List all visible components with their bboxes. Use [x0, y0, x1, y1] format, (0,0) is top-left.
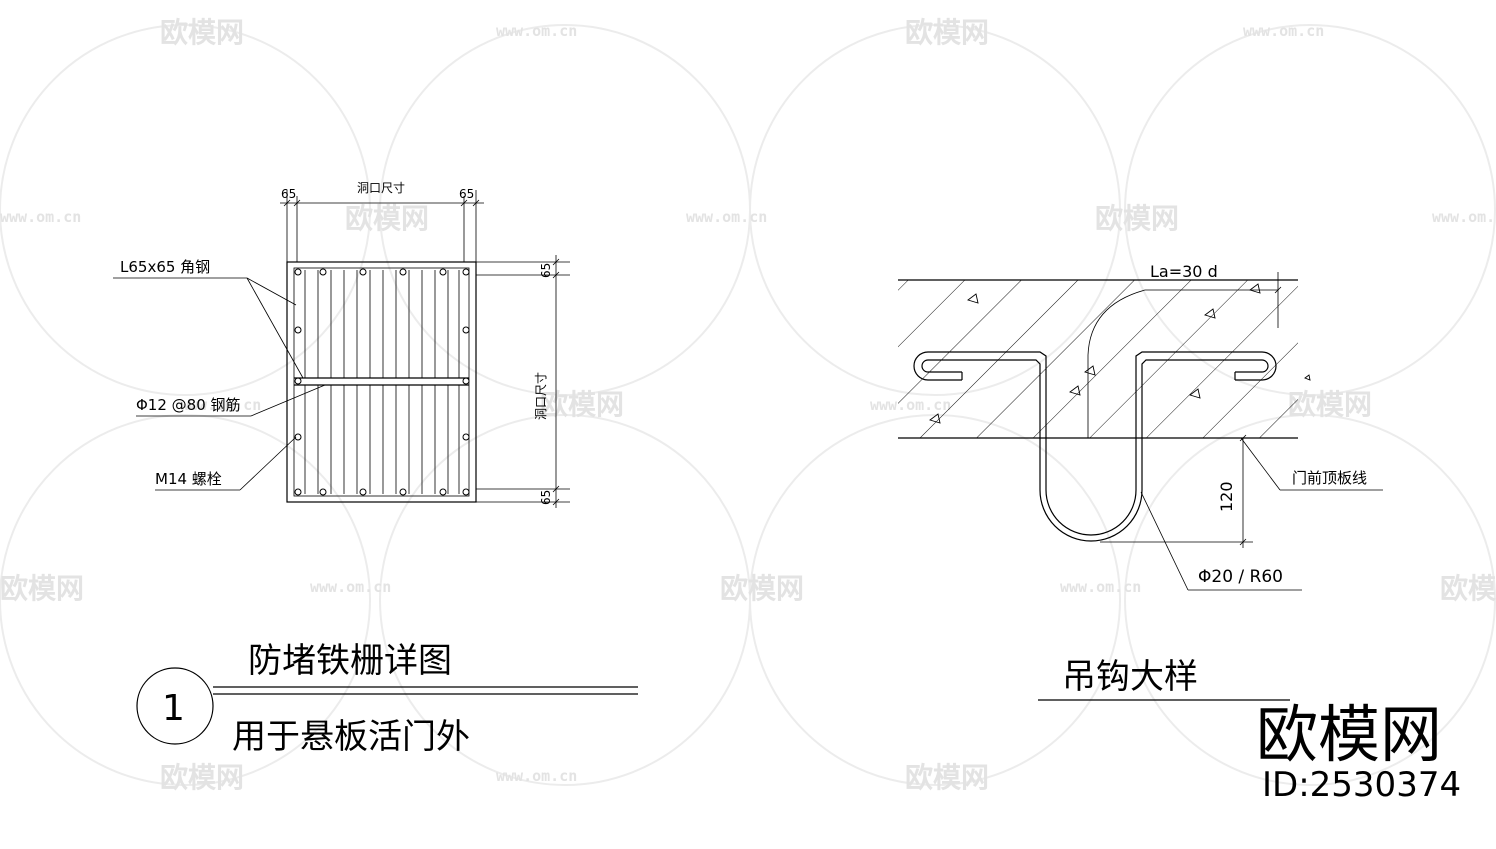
watermark-text: 欧模网: [1288, 388, 1372, 421]
dim-120: [1100, 434, 1253, 548]
watermark-url: www.om.cn: [496, 22, 577, 40]
watermark-url: www.om.cn: [310, 578, 391, 596]
grate-dim-top: [280, 190, 484, 262]
watermark-logo-4: 欧模网 www.om.cn: [1095, 202, 1496, 235]
label-la: La=30 d: [1150, 262, 1218, 281]
watermark-logo-7: 欧模网 www.om.cn 欧模网: [160, 761, 989, 794]
brand-stamp: 欧模网 ID:2530374: [1256, 698, 1461, 805]
label-angle-steel: L65x65 角钢: [120, 258, 210, 276]
grate-title: 防堵铁栅详图: [248, 641, 452, 681]
watermark-url: www.om.cn: [1243, 22, 1324, 40]
watermark-layer: 欧模网 www.om.cn 欧模网 www.om.cn 欧模网 www.om.c…: [0, 16, 1496, 794]
grate-detail: 65 洞口尺寸 65 65 洞口尺寸 65 L65x65 角钢: [113, 181, 638, 757]
hook-bar: [913, 351, 1277, 542]
hook-title: 吊钩大样: [1062, 657, 1198, 697]
slab-aggregate: [929, 283, 1311, 424]
grate-outer-frame: [286, 261, 477, 503]
watermark-text: 欧模网: [160, 16, 244, 49]
label-bolt: M14 螺栓: [155, 470, 222, 488]
dim-label: 65: [281, 187, 296, 201]
watermark-logo-2: 欧模网 www.om.cn: [905, 16, 1324, 49]
watermark-text: 欧模网: [905, 761, 989, 794]
grate-subtitle: 用于悬板活门外: [232, 717, 470, 757]
watermark-logo-1: 欧模网 www.om.cn: [160, 16, 577, 49]
label-bar: Φ20 / R60: [1198, 567, 1283, 587]
watermark-url: www.om.cn: [0, 208, 81, 226]
label-rebar: Φ12 @80 钢筋: [136, 396, 241, 414]
watermark-url: www.om.cn: [1060, 578, 1141, 596]
grate-bolts: [294, 268, 470, 496]
watermark-url: www.om.cn: [180, 396, 261, 414]
watermark-text: 欧模网: [1095, 202, 1179, 235]
bar-leader: [1140, 491, 1302, 591]
watermark-url: www.om.cn: [686, 208, 767, 226]
grate-leaders: [113, 277, 326, 491]
label-120: 120: [1217, 481, 1236, 512]
la-leader: [1087, 272, 1282, 438]
watermark-text: 欧模网: [0, 572, 84, 605]
brand-id: ID:2530374: [1262, 765, 1461, 805]
dim-label: 65: [539, 263, 553, 278]
label-slab-line: 门前顶板线: [1292, 469, 1367, 487]
hook-detail: La=30 d 门前顶板线 120 Φ20 / R60 吊钩大样: [898, 262, 1383, 701]
watermark-logo-3: 欧模网 www.om.cn www.om.cn: [0, 202, 767, 235]
watermark-logo-6: 欧模网 www.om.cn 欧模网 www.om.cn 欧模网: [0, 572, 1496, 605]
watermark-text: 欧模网: [905, 16, 989, 49]
detail-number-circle: [136, 667, 214, 745]
dim-label: 洞口尺寸: [534, 372, 548, 420]
dim-label: 65: [539, 490, 553, 505]
watermark-url: www.om.cn: [496, 767, 577, 785]
grate-dim-right: [476, 255, 570, 508]
watermark-text: 欧模网: [345, 202, 429, 235]
watermark-text: 欧模网: [160, 761, 244, 794]
watermark-text: 欧模网: [1440, 572, 1496, 605]
brand-name: 欧模网: [1256, 698, 1442, 771]
slab-hatch: [898, 280, 1298, 438]
detail-number: 1: [162, 688, 185, 729]
dim-label: 洞口尺寸: [357, 181, 405, 195]
watermark-text: 欧模网: [720, 572, 804, 605]
grate-rebars: [304, 270, 460, 494]
slab-line-leader: [1240, 437, 1383, 491]
dim-label: 65: [459, 187, 474, 201]
watermark-url: www.om.cn: [1432, 208, 1496, 226]
watermark-text: 欧模网: [540, 388, 624, 421]
